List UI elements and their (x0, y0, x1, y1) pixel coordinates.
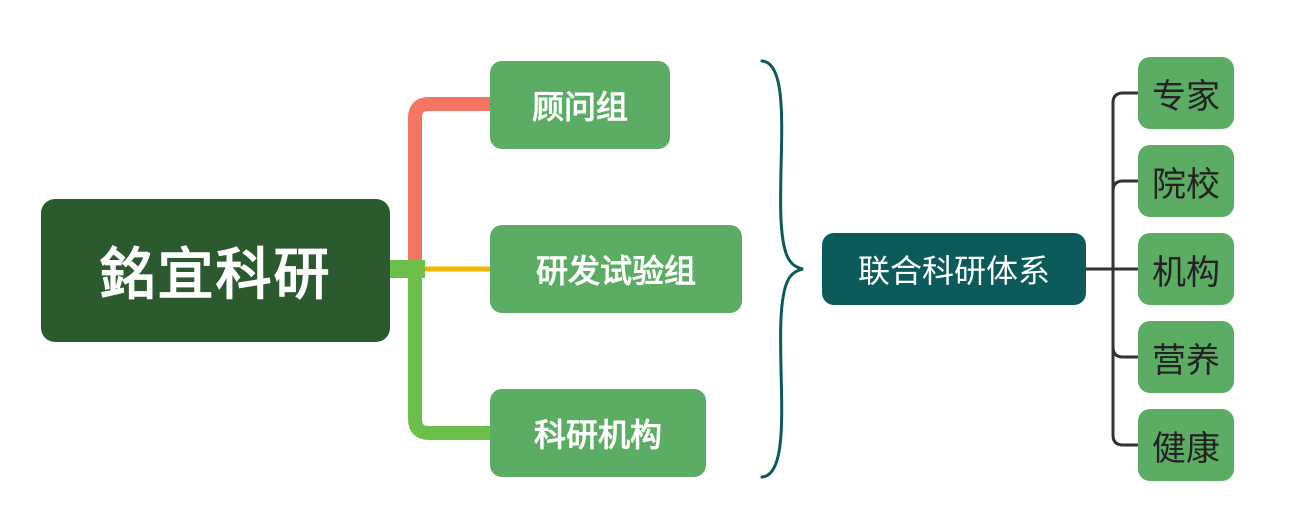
leaf-node-universities[interactable]: 院校 (1138, 145, 1234, 217)
leaf-node-experts[interactable]: 专家 (1138, 57, 1234, 129)
connector-leaf-4 (1111, 346, 1138, 359)
connector-top-branch (408, 97, 490, 269)
leaf-label: 营养 (1152, 340, 1220, 381)
root-label: 銘宜科研 (99, 243, 332, 308)
connector-bottom-branch (408, 269, 490, 440)
leaf-label: 健康 (1152, 428, 1220, 469)
branch-label: 顾问组 (531, 88, 628, 126)
leaf-node-nutrition[interactable]: 营养 (1138, 321, 1234, 393)
leaf-node-health[interactable]: 健康 (1138, 409, 1234, 481)
leaf-label: 专家 (1152, 76, 1220, 117)
branch-label: 研发试验组 (535, 252, 696, 290)
center-label: 联合科研体系 (857, 252, 1050, 290)
root-node[interactable]: 銘宜科研 (41, 199, 390, 342)
branch-label: 科研机构 (533, 416, 662, 454)
center-node-joint-research-system[interactable]: 联合科研体系 (822, 233, 1086, 305)
leaf-label: 院校 (1152, 164, 1220, 205)
leaf-label: 机构 (1152, 252, 1220, 293)
branch-node-advisory-group[interactable]: 顾问组 (490, 61, 670, 149)
curly-brace (760, 59, 804, 479)
branch-node-research-institution[interactable]: 科研机构 (490, 389, 706, 477)
connector-leaf-2 (1111, 179, 1138, 192)
leaf-node-institutions[interactable]: 机构 (1138, 233, 1234, 305)
branch-node-rd-test-group[interactable]: 研发试验组 (490, 225, 742, 313)
